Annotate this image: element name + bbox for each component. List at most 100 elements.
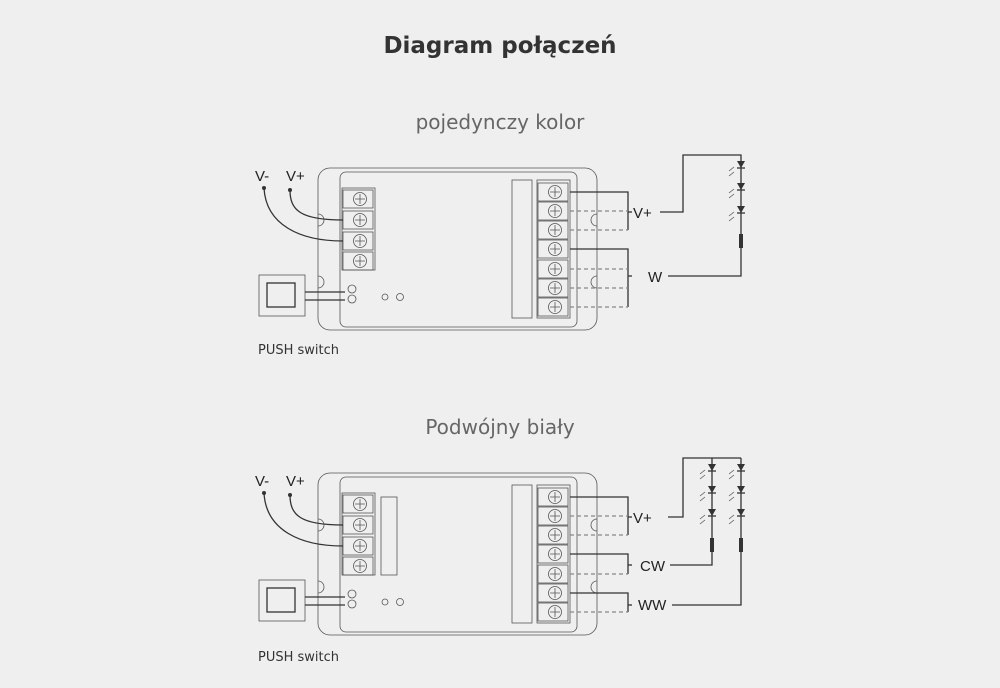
screw-slot <box>355 256 365 266</box>
terminal-cell <box>342 189 374 209</box>
led-diode-icon <box>737 486 745 493</box>
diagram-subtitle-single: pojedynczy kolor <box>416 110 586 134</box>
terminal-cell <box>342 494 374 514</box>
mount-notch <box>590 275 598 289</box>
led-strip-common-wire <box>668 457 741 518</box>
led-diode-icon <box>737 183 745 190</box>
terminal-cell <box>537 297 569 317</box>
push-switch-box <box>258 579 306 622</box>
switch-terminal <box>347 284 357 294</box>
terminal-cell <box>537 506 569 526</box>
screw-icon <box>548 586 562 600</box>
screw-icon <box>548 567 562 581</box>
switch-terminal <box>347 599 357 609</box>
screw-icon <box>548 204 562 218</box>
led-diode-icon <box>737 161 745 168</box>
v-plus-wire <box>289 189 344 221</box>
screw-slot <box>550 530 560 540</box>
led-diode-icon <box>708 486 716 493</box>
input-pos-label: V+ <box>286 168 305 185</box>
screw-icon <box>548 509 562 523</box>
controller-housing <box>317 472 598 636</box>
led-light-arrows <box>699 514 706 525</box>
push-switch-box <box>258 274 306 317</box>
output-label-w: W <box>648 269 663 286</box>
led-light-arrows <box>728 514 735 525</box>
screw-icon <box>353 539 367 553</box>
screw-slot <box>550 264 560 274</box>
v-plus-wire <box>289 494 344 526</box>
output-label-cw: CW <box>640 558 666 575</box>
screw-icon <box>353 254 367 268</box>
screw-slot <box>550 607 560 617</box>
terminal-cell <box>537 239 569 259</box>
terminal-cell <box>342 556 374 576</box>
led-diode-icon <box>737 206 745 213</box>
screw-slot <box>355 499 365 509</box>
screw-slot <box>355 194 365 204</box>
screw-icon <box>353 497 367 511</box>
button-hole <box>396 598 404 606</box>
led-strip-wire <box>660 154 742 277</box>
terminal-cell <box>537 201 569 221</box>
switch-wires <box>305 596 345 606</box>
controller-panel <box>339 476 578 633</box>
output-label-vplus: V+ <box>633 510 652 527</box>
terminal-cell <box>537 182 569 202</box>
push-switch-label: PUSH switch <box>258 650 339 665</box>
led-light-arrows <box>728 188 735 199</box>
controller-housing <box>317 167 598 331</box>
push-switch-button <box>266 587 296 613</box>
output-wire <box>570 592 629 612</box>
terminal-cell <box>537 544 569 564</box>
screw-slot <box>550 302 560 312</box>
resistor-icon <box>739 538 743 552</box>
button-hole <box>396 293 404 301</box>
screw-slot <box>550 225 560 235</box>
screw-icon <box>548 300 562 314</box>
led-diode-icon <box>737 509 745 516</box>
led-light-arrows <box>699 491 706 502</box>
terminal-cell <box>537 259 569 279</box>
output-label-strip <box>511 484 533 624</box>
mount-notch <box>317 518 325 532</box>
screw-slot <box>550 569 560 579</box>
mount-notch <box>590 213 598 227</box>
screw-icon <box>353 518 367 532</box>
screw-slot <box>550 283 560 293</box>
screw-icon <box>548 242 562 256</box>
screw-icon <box>548 262 562 276</box>
screw-icon <box>548 605 562 619</box>
terminal-cell <box>537 602 569 622</box>
output-wire <box>570 248 629 307</box>
controller-single-color <box>258 154 745 331</box>
input-label-strip <box>380 496 398 576</box>
mount-notch <box>590 580 598 594</box>
push-switch-label: PUSH switch <box>258 343 339 358</box>
led-strip-ww-wire <box>672 458 742 606</box>
resistor-icon <box>710 538 714 552</box>
screw-slot <box>355 236 365 246</box>
push-switch-button <box>266 282 296 308</box>
input-neg-label: V- <box>255 168 269 185</box>
screw-icon <box>548 490 562 504</box>
screw-icon <box>548 185 562 199</box>
indicator-led <box>381 598 389 606</box>
controller-panel <box>339 171 578 328</box>
indicator-led <box>381 293 389 301</box>
led-light-arrows <box>699 469 706 480</box>
screw-icon <box>548 281 562 295</box>
output-wire <box>570 553 629 574</box>
screw-slot <box>550 549 560 559</box>
screw-slot <box>550 511 560 521</box>
led-strip-cw-wire <box>670 458 713 566</box>
input-neg-label: V- <box>255 473 269 490</box>
screw-slot <box>550 588 560 598</box>
output-wire <box>570 191 629 230</box>
page-title: Diagram połączeń <box>383 33 616 59</box>
screw-slot <box>550 206 560 216</box>
screw-slot <box>550 244 560 254</box>
diagram-subtitle-dual: Podwójny biały <box>425 415 574 439</box>
output-wire <box>570 496 629 535</box>
input-pos-label: V+ <box>286 473 305 490</box>
